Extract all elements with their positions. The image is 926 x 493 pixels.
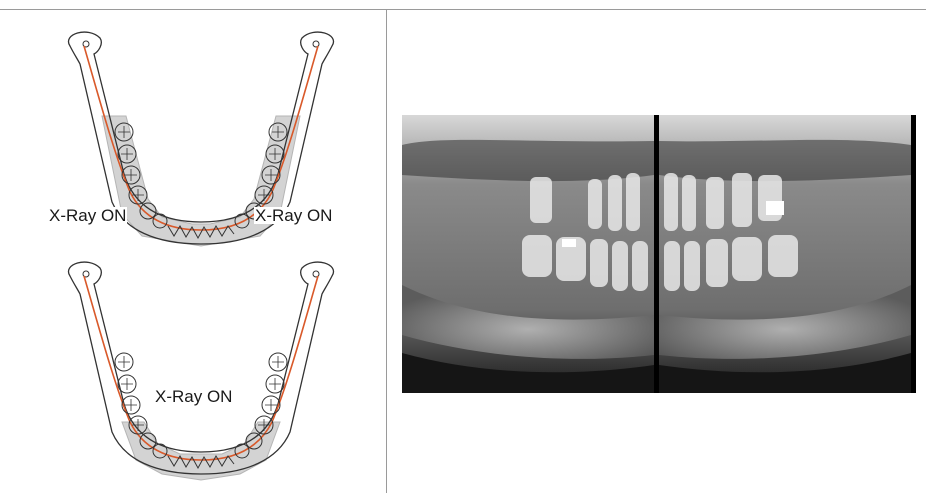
- xray-on-label-left: X-Ray ON: [48, 207, 127, 224]
- xray-separator: [654, 115, 659, 393]
- jaw-outline: [68, 262, 333, 474]
- trajectory-line: [84, 276, 318, 460]
- xray-on-label-center: X-Ray ON: [154, 388, 233, 405]
- xray-on-label-right: X-Ray ON: [254, 207, 333, 224]
- vertical-divider: [386, 9, 387, 493]
- panoramic-xray-panel: [402, 115, 916, 393]
- jaw-diagram-bottom-svg: [40, 254, 362, 486]
- panoramic-xray-image: [402, 115, 916, 393]
- xray-right-edge: [911, 115, 916, 393]
- jaw-diagram-bottom: X-Ray ON: [40, 254, 362, 486]
- top-rule: [0, 9, 926, 10]
- xray-left: [402, 115, 654, 393]
- scan-zone-front: [122, 422, 280, 480]
- xray-right: [659, 115, 911, 393]
- jaw-diagram-top: X-Ray ON X-Ray ON: [40, 24, 362, 256]
